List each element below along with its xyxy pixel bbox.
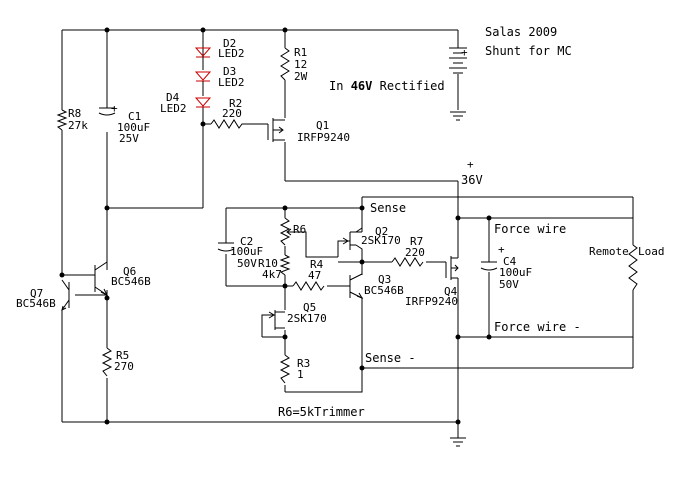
r6-ref: R6: [293, 223, 306, 236]
c1-plus: +: [111, 102, 118, 115]
remote-label: Remote: [589, 245, 629, 258]
q4-ref: Q4: [444, 285, 458, 298]
c2-ref: C2: [240, 235, 253, 248]
capacitor-c2: [217, 242, 235, 252]
resistor-r3: [279, 354, 291, 384]
c1-value: 100uF: [117, 121, 150, 134]
c4-plus: +: [498, 243, 505, 256]
q7-ref: Q7: [30, 287, 43, 300]
d4-type: LED2: [160, 102, 187, 115]
c4-value: 100uF: [499, 266, 532, 279]
resistor-r2: [210, 119, 245, 129]
d4-ref: D4: [166, 91, 180, 104]
c4-ref: C4: [503, 255, 517, 268]
q3-ref: Q3: [378, 273, 391, 286]
r4-value: 47: [308, 269, 321, 282]
led-d2: [194, 45, 212, 70]
led-d4: [194, 97, 212, 108]
d2-ref: D2: [223, 37, 236, 50]
r8-value: 27k: [68, 119, 88, 132]
r1-power: 2W: [294, 70, 308, 83]
r4-ref: R4: [310, 258, 324, 271]
resistor-r1: [280, 47, 290, 81]
trimmer-note: R6=5kTrimmer: [278, 405, 365, 419]
resistor-r8: [56, 109, 68, 131]
junctions: [59, 27, 492, 425]
rail-voltage: 36V: [461, 173, 483, 187]
d3-ref: D3: [223, 65, 236, 78]
q1-type: IRFP9240: [297, 131, 350, 144]
jfet-q2: [342, 231, 362, 250]
q6-ref: Q6: [123, 265, 136, 278]
r1-ref: R1: [294, 46, 307, 59]
load-label: Load: [638, 245, 665, 258]
jfet-q5: [268, 310, 285, 330]
force-minus-label: Force wire -: [494, 320, 581, 334]
c4-voltage: 50V: [499, 278, 519, 291]
r7-value: 220: [405, 246, 425, 259]
sense-minus-label: Sense -: [365, 351, 416, 365]
battery-symbol: [449, 47, 467, 74]
input-voltage-label: In 46V Rectified: [329, 79, 445, 93]
bjt-q3: [349, 273, 364, 300]
title-subtitle: Shunt for MC: [485, 44, 572, 58]
resistor-r10: [279, 254, 291, 276]
labels: Salas 2009 Shunt for MC In 46V Rectified…: [16, 25, 665, 419]
mosfet-q4: [445, 256, 459, 280]
q6-type: BC546B: [111, 275, 151, 288]
r2-ref: R2: [229, 97, 242, 110]
q3-type: BC546B: [364, 284, 404, 297]
r3-value: 1: [297, 368, 304, 381]
r1-value: 12: [294, 58, 307, 71]
led-d3: [194, 71, 212, 96]
resistor-remote-load: [628, 244, 638, 291]
force-plus-label: Force wire: [494, 222, 566, 236]
bjt-q6: [88, 261, 109, 297]
r7-ref: R7: [410, 235, 423, 248]
resistor-r5: [101, 347, 113, 377]
q2-type: 2SK170: [361, 234, 401, 247]
d2-type: LED2: [218, 47, 245, 60]
r3-ref: R3: [297, 357, 310, 370]
sense-plus-label: Sense: [370, 201, 406, 215]
capacitor-c1: [98, 107, 116, 116]
ground-bottom: [450, 437, 466, 447]
resistor-r6-trimmer: [279, 217, 296, 246]
q5-ref: Q5: [303, 301, 316, 314]
mosfet-q1: [267, 118, 285, 142]
wires: [61, 29, 634, 438]
q1-ref: Q1: [316, 119, 329, 132]
title-author: Salas 2009: [485, 25, 557, 39]
r5-ref: R5: [116, 349, 129, 362]
r10-ref: R10: [258, 257, 278, 270]
c1-voltage: 25V: [119, 132, 139, 145]
battery-plus: +: [461, 46, 468, 59]
resistor-r7: [391, 257, 424, 267]
rail-plus: +: [467, 158, 474, 171]
bjt-q7: [61, 279, 107, 311]
capacitor-c4: [480, 261, 498, 271]
r10-value: 4k7: [262, 268, 282, 281]
c1-ref: C1: [128, 110, 141, 123]
resistor-r4: [292, 281, 325, 291]
c2-value: 100uF: [230, 245, 263, 258]
q4-type: IRFP9240: [405, 295, 458, 308]
r2-value: 220: [222, 107, 242, 120]
q7-type: BC546B: [16, 297, 56, 310]
q2-ref: Q2: [375, 225, 388, 238]
c2-voltage: 50V: [237, 257, 257, 270]
r8-ref: R8: [68, 107, 81, 120]
d3-type: LED2: [218, 76, 245, 89]
q5-type: 2SK170: [287, 312, 327, 325]
r5-value: 270: [114, 360, 134, 373]
ground-top: [450, 111, 466, 121]
